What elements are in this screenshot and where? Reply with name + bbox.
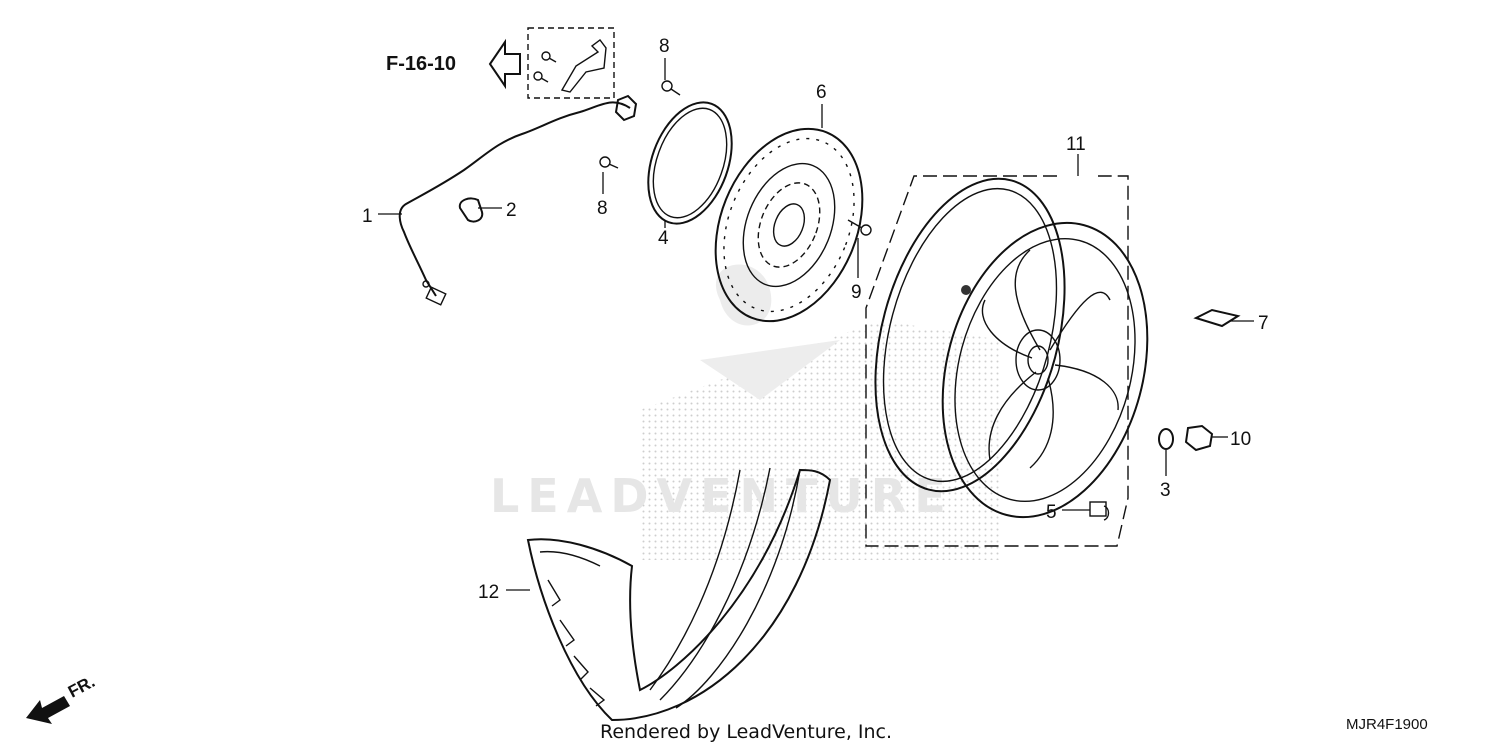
part-7-balance-weight	[1193, 308, 1241, 328]
callout-7: 7	[1258, 313, 1269, 334]
part-1-sensor-cable	[398, 94, 638, 306]
part-4-pulser-ring	[647, 101, 733, 225]
leader-lines	[378, 58, 1254, 591]
callout-1: 1	[362, 206, 373, 227]
callout-11: 11	[1066, 134, 1086, 155]
front-arrow-icon	[26, 696, 70, 724]
callout-12: 12	[478, 582, 499, 603]
watermark-text: LEADVENTURE	[490, 469, 954, 523]
callout-8-top: 8	[659, 36, 670, 57]
callout-4: 4	[658, 228, 669, 249]
callout-2: 2	[506, 200, 517, 221]
part-9-disc-bolt	[847, 219, 872, 236]
part-5-valve	[1089, 501, 1110, 521]
callout-3: 3	[1160, 480, 1171, 501]
callout-10: 10	[1230, 429, 1251, 450]
part-12-tire	[526, 467, 832, 722]
part-6-brake-disc	[714, 127, 864, 323]
callout-numbers: 1 2 3 4 5 6 7 8 8 9 10 11 12	[362, 36, 1269, 603]
reference-arrow-icon	[488, 38, 521, 90]
part-11-wheel	[865, 175, 1149, 547]
reference-box	[527, 27, 615, 99]
part-2-clip	[458, 197, 484, 223]
diagram-code: MJR4F1900	[1346, 716, 1428, 733]
direction-label: FR.	[65, 672, 98, 702]
callout-5: 5	[1046, 502, 1057, 523]
part-10-nut	[1184, 424, 1214, 452]
reference-label: F-16-10	[386, 53, 456, 75]
direction-indicator: FR.	[26, 672, 98, 724]
wheel-spokes	[981, 249, 1119, 469]
callout-8-lower: 8	[597, 198, 608, 219]
part-8-bolt-top	[661, 80, 681, 96]
callout-9: 9	[851, 282, 862, 303]
credit-text: Rendered by LeadVenture, Inc.	[600, 721, 892, 743]
bracket-bolts-icon	[533, 39, 607, 93]
part-8-bolt-lower	[599, 156, 619, 169]
callout-6: 6	[816, 82, 827, 103]
reference-group: F-16-10	[386, 27, 615, 99]
tire-tread	[539, 550, 606, 707]
part-3-washer	[1158, 428, 1174, 450]
watermark: LEADVENTURE	[490, 264, 1000, 560]
